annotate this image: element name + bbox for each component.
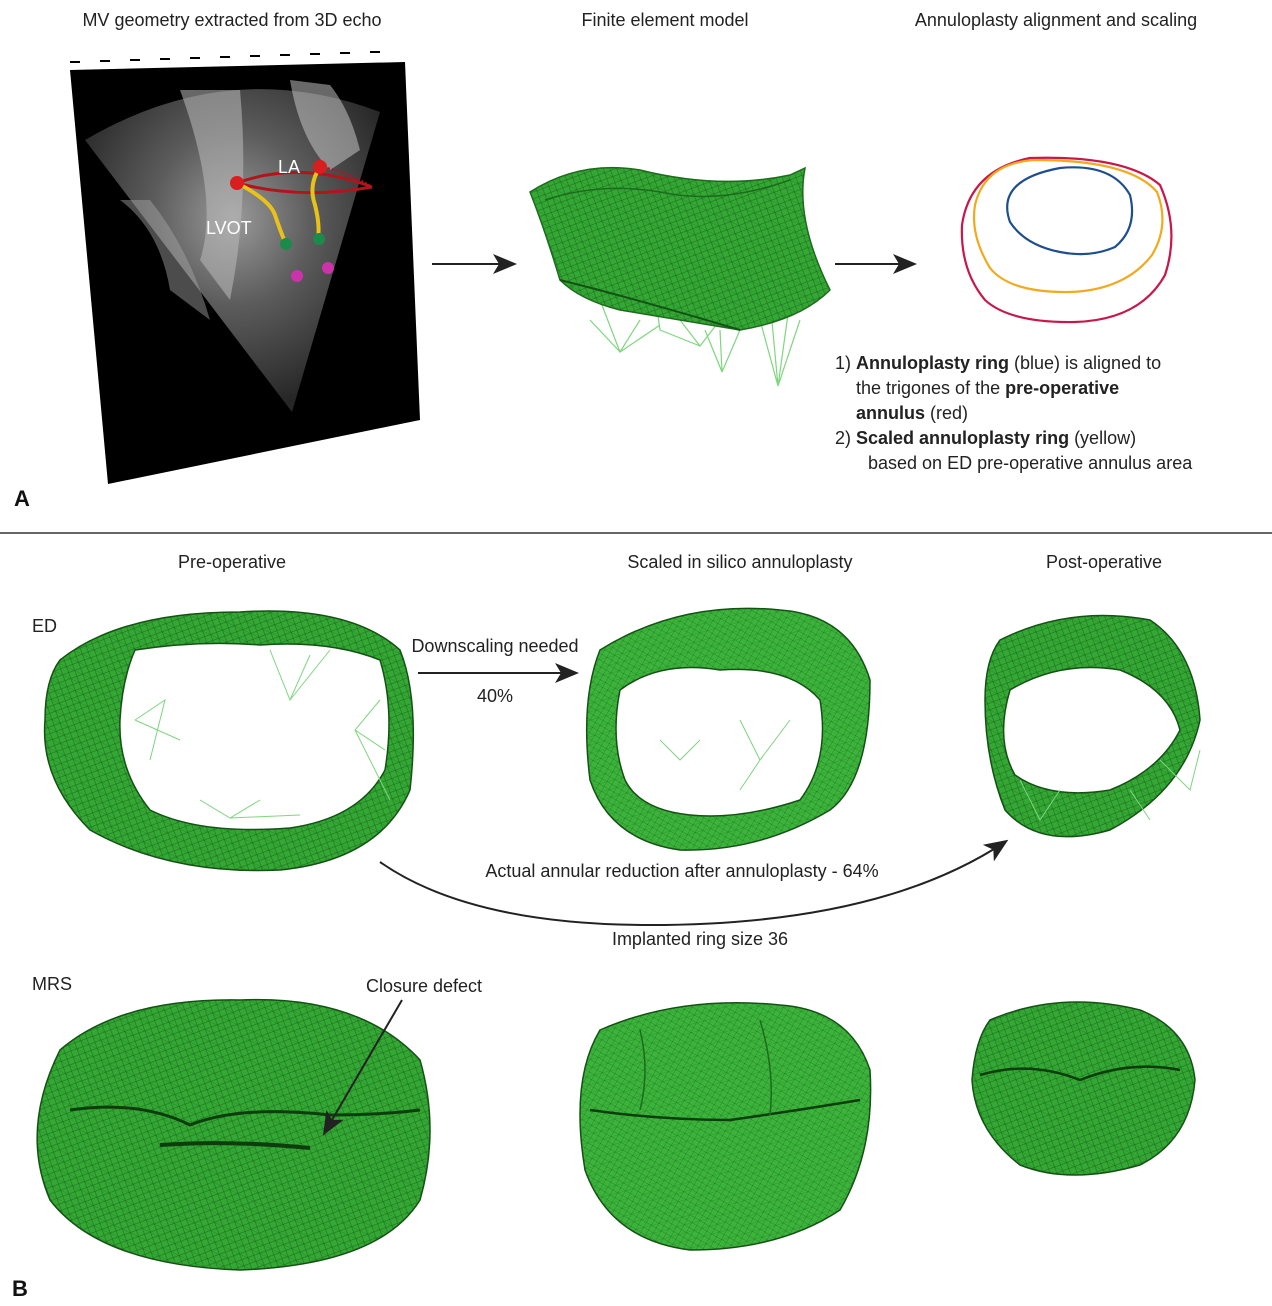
row-ed: ED xyxy=(32,616,57,636)
note1-line1: 1) Annuloplasty ring (blue) is aligned t… xyxy=(835,353,1161,373)
green-marker-1 xyxy=(280,238,292,250)
column-post: Post-operative xyxy=(1046,552,1162,572)
actual-reduction-arrow xyxy=(380,842,1005,925)
ring-size-label: Implanted ring size 36 xyxy=(612,929,788,949)
column-scaled: Scaled in silico annuloplasty xyxy=(627,552,852,572)
label-lvot: LVOT xyxy=(206,218,252,238)
label-la: LA xyxy=(278,157,300,177)
ed-pre-mesh xyxy=(45,611,414,870)
title-ring: Annuloplasty alignment and scaling xyxy=(915,10,1197,30)
ed-pre-chordae xyxy=(135,650,390,818)
mrs-scaled-mesh xyxy=(580,1003,871,1250)
mrs-pre-mesh xyxy=(37,1000,430,1270)
downscaling-label: Downscaling needed xyxy=(411,636,578,656)
column-pre: Pre-operative xyxy=(178,552,286,572)
panel-letter-b: B xyxy=(12,1276,28,1301)
panel-letter-a: A xyxy=(14,486,30,511)
ed-scaled-chordae xyxy=(660,720,790,790)
ring-diagram xyxy=(962,158,1172,322)
mrs-post-mesh xyxy=(972,1002,1195,1175)
ring-yellow xyxy=(974,160,1162,292)
actual-reduction-label: Actual annular reduction after annulopla… xyxy=(485,861,878,881)
note1-line2: the trigones of the pre-operative xyxy=(856,378,1119,398)
title-echo: MV geometry extracted from 3D echo xyxy=(82,10,381,30)
note2-line2: based on ED pre-operative annulus area xyxy=(868,453,1193,473)
alignment-notes: 1) Annuloplasty ring (blue) is aligned t… xyxy=(835,353,1193,473)
echo-dashes xyxy=(70,52,380,62)
ed-scaled-mesh xyxy=(587,608,870,850)
magenta-marker-1 xyxy=(291,270,303,282)
note2-line1: 2) Scaled annuloplasty ring (yellow) xyxy=(835,428,1136,448)
echo-image: LA LVOT xyxy=(70,52,420,484)
ring-red xyxy=(962,158,1172,322)
magenta-marker-2 xyxy=(322,262,334,274)
downscaling-value: 40% xyxy=(477,686,513,706)
red-marker-la xyxy=(313,160,327,174)
title-fem: Finite element model xyxy=(581,10,748,30)
ring-blue xyxy=(1007,167,1132,254)
closure-defect-label: Closure defect xyxy=(366,976,482,996)
green-marker-2 xyxy=(313,233,325,245)
fem-model xyxy=(530,168,830,386)
note1-line3: annulus (red) xyxy=(856,403,968,423)
row-mrs: MRS xyxy=(32,974,72,994)
ed-post-mesh xyxy=(985,616,1200,837)
red-marker-lvot xyxy=(230,176,244,190)
